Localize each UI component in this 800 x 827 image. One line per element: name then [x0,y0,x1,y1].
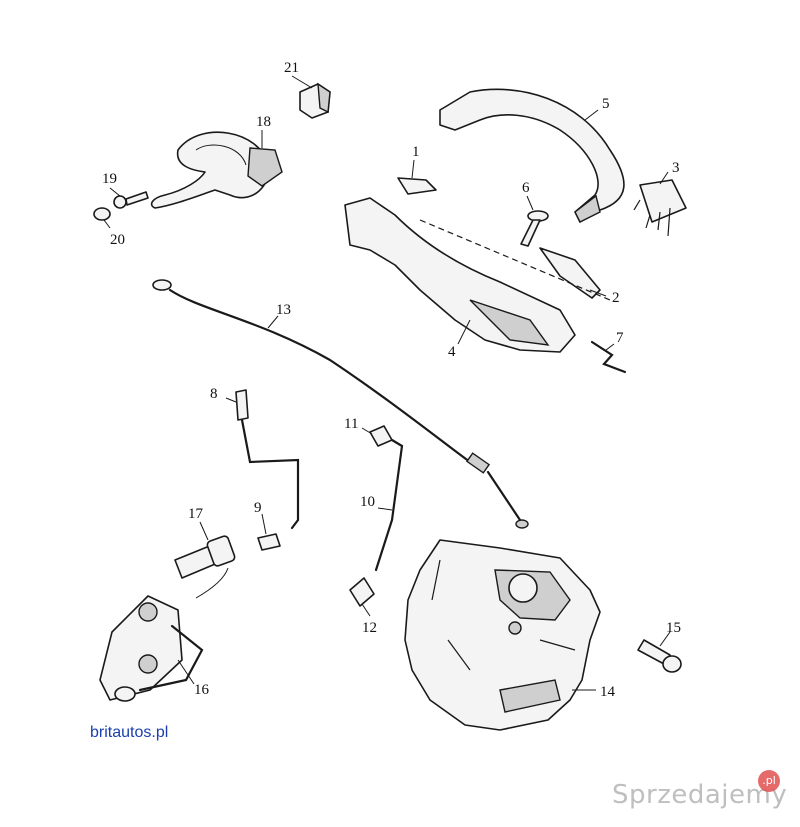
label-11: 11 [344,416,358,432]
part-19-screw [113,191,149,209]
part-20-washer [93,207,111,221]
label-21: 21 [284,60,299,76]
label-17: 17 [188,506,204,522]
label-4: 4 [448,344,456,360]
label-2: 2 [612,290,620,306]
part-8-rod [235,389,300,530]
label-3: 3 [672,160,680,176]
label-15: 15 [666,620,681,636]
watermark-badge: .pl [758,770,780,792]
part-17-bolt [174,535,236,599]
part-12-clip [349,577,375,607]
label-14: 14 [600,684,616,700]
part-15-screw [637,639,682,673]
label-18: 18 [256,114,271,130]
part-9-clip [257,533,281,551]
part-10-rod [374,438,404,572]
part-18-interior-handle [150,131,283,209]
label-7: 7 [616,330,624,346]
part-14-lock-mechanism [404,539,601,731]
part-6-pin [520,210,549,247]
leader-lines [103,75,671,691]
label-12: 12 [362,620,377,636]
source-link[interactable]: britautos.pl [90,724,169,741]
label-13: 13 [276,302,291,318]
part-16-striker [99,595,204,702]
part-21-cap [299,82,331,119]
label-20: 20 [110,232,125,248]
label-1: 1 [412,144,420,160]
label-19: 19 [102,171,117,187]
label-9: 9 [254,500,262,516]
label-6: 6 [522,180,530,196]
part-3-connector [633,179,687,237]
label-8: 8 [210,386,218,402]
label-5: 5 [602,96,610,112]
part-7-clip [590,340,627,374]
label-10: 10 [360,494,375,510]
label-16: 16 [194,682,210,698]
part-1-clip [397,177,437,195]
part-5-exterior-handle [439,88,625,223]
part-4-handle-carrier [344,197,611,353]
part-11-clip [369,425,393,447]
part-13-cable [152,279,529,529]
watermark-text: Sprzedajemy [612,780,788,810]
